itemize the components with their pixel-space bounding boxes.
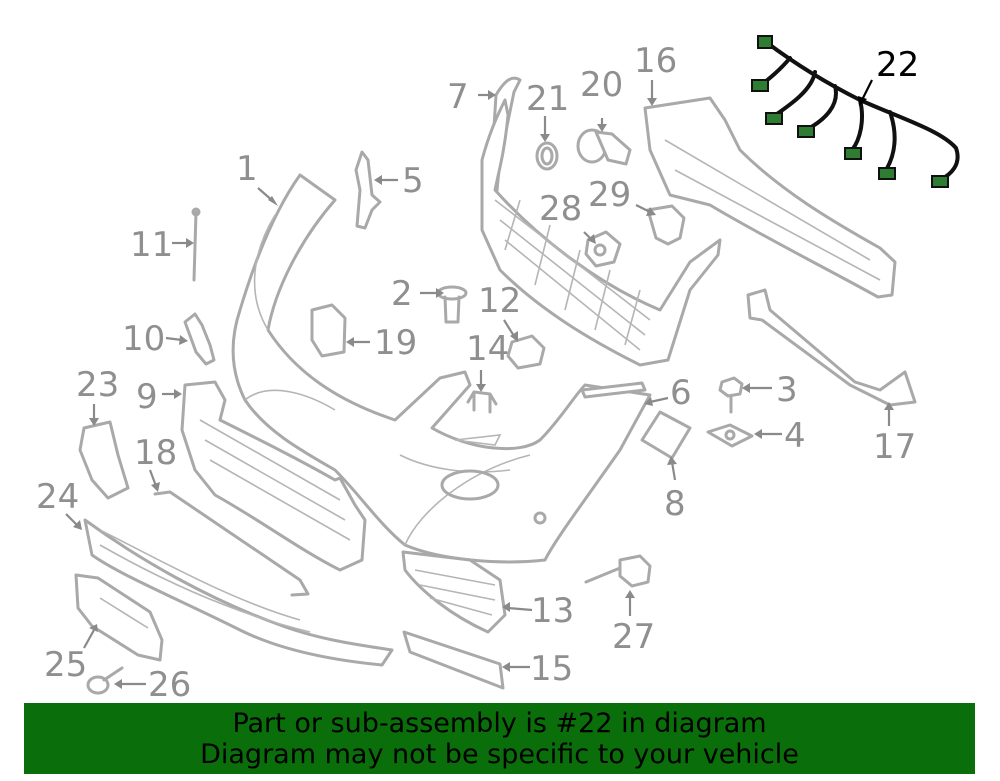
part-1-bumper-cover	[231, 173, 652, 564]
grille-frame	[480, 98, 722, 367]
callout-22: 22	[876, 45, 919, 85]
connector-icon	[757, 35, 773, 49]
info-banner: Part or sub-assembly is #22 in diagram D…	[24, 703, 975, 774]
part-6-trim-strip	[580, 381, 647, 399]
callout-29: 29	[588, 175, 631, 215]
callout-19: 19	[374, 323, 417, 363]
part-19-module	[310, 303, 347, 358]
callout-17: 17	[873, 427, 916, 467]
callout-23: 23	[76, 365, 119, 405]
part-3-bolt	[718, 376, 744, 414]
part-18-strip	[153, 490, 310, 597]
part-14-clip	[466, 390, 498, 414]
callout-18: 18	[134, 433, 177, 473]
callout-20: 20	[580, 65, 623, 105]
callout-3: 3	[776, 370, 798, 410]
part-13-grille-insert	[401, 550, 507, 634]
banner-line-2: Diagram may not be specific to your vehi…	[200, 738, 799, 770]
callout-5: 5	[402, 161, 424, 201]
part-21-ring	[535, 141, 559, 171]
part-22-wiring-harness	[751, 35, 960, 188]
callout-14: 14	[466, 329, 509, 369]
callout-26: 26	[148, 665, 191, 700]
callout-16: 16	[634, 41, 677, 81]
part-12-bracket	[506, 334, 546, 370]
part-29-bracket	[646, 204, 686, 246]
callout-6: 6	[670, 373, 692, 413]
callout-28: 28	[539, 189, 582, 229]
part-9-absorber	[180, 380, 367, 572]
part-4-nut	[706, 423, 754, 448]
callout-27: 27	[612, 617, 655, 657]
callout-1: 1	[236, 149, 258, 189]
part-20-sensor	[576, 128, 632, 166]
callout-21: 21	[526, 79, 569, 119]
part-23-lower-trim	[78, 420, 130, 500]
banner-line-1: Part or sub-assembly is #22 in diagram	[232, 707, 767, 739]
part-17-brace	[746, 288, 917, 407]
part-10-bracket	[183, 312, 216, 366]
part-27-sensor	[584, 554, 652, 588]
callout-8: 8	[664, 484, 686, 524]
callout-7: 7	[447, 77, 469, 117]
callout-25: 25	[44, 645, 87, 685]
callout-15: 15	[530, 649, 573, 689]
part-15-trim	[402, 630, 505, 690]
callout-12: 12	[478, 281, 521, 321]
callout-4: 4	[784, 416, 806, 456]
callout-11: 11	[130, 225, 173, 265]
part-8-cover	[640, 410, 692, 460]
callout-labels: 1 2 3 4 5 6 7 8 9 10 11 12 13 14 15 16 1…	[36, 41, 919, 700]
callout-13: 13	[531, 591, 574, 631]
part-5-bracket	[354, 150, 382, 230]
part-24-lower-grille	[83, 518, 394, 667]
part-16-reinforcement	[643, 96, 897, 299]
part-25-plate-bracket	[74, 573, 164, 662]
callout-24: 24	[36, 477, 79, 517]
parts-diagram: 1 2 3 4 5 6 7 8 9 10 11 12 13 14 15 16 1…	[36, 35, 960, 700]
part-26-screw	[86, 666, 124, 695]
part-11-rod	[191, 207, 201, 282]
callout-10: 10	[122, 319, 165, 359]
leader-lines	[65, 79, 894, 689]
callout-2: 2	[391, 274, 413, 314]
callout-9: 9	[136, 377, 158, 417]
